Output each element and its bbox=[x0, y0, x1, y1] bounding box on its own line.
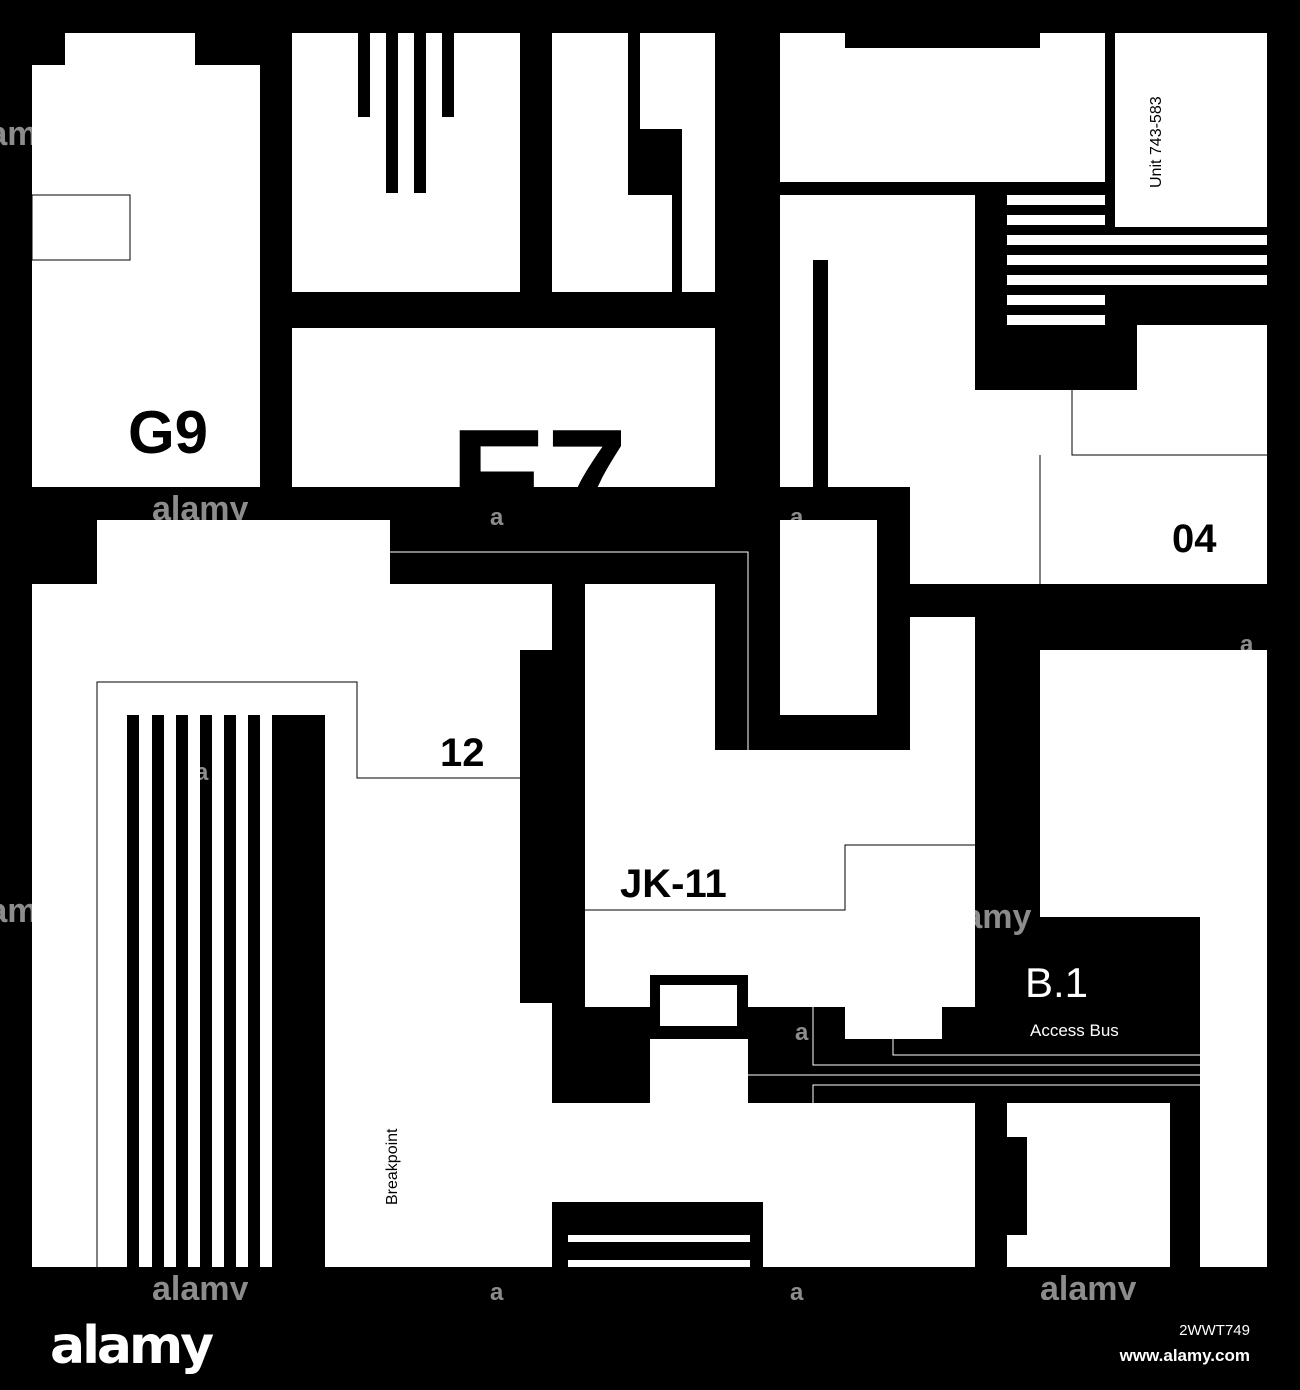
watermark-footer: alamy 2WWT749 www.alamy.com bbox=[0, 1300, 1300, 1390]
watermark-tile-a: a bbox=[490, 1279, 504, 1306]
block-unit bbox=[1115, 33, 1267, 227]
stripes-right bbox=[1007, 195, 1267, 325]
block-top-right bbox=[780, 33, 1105, 182]
watermark-tile-a: a bbox=[1240, 631, 1254, 658]
block-bottom-right bbox=[1007, 1103, 1170, 1267]
block-narrow bbox=[780, 520, 877, 715]
block-g9 bbox=[31, 33, 260, 487]
label-jk11: JK-11 bbox=[620, 862, 727, 906]
label-04: 04 bbox=[1172, 517, 1217, 561]
label-breakpoint: Breakpoint bbox=[384, 1128, 401, 1205]
block-jk11 bbox=[585, 584, 975, 1039]
connector-line bbox=[390, 551, 749, 750]
block-top-notch bbox=[552, 33, 715, 292]
block-vertical-bar bbox=[780, 195, 975, 487]
watermark-tile-a: a bbox=[790, 1279, 804, 1306]
alamy-logo: alamy bbox=[50, 1316, 214, 1376]
access-bus-lines bbox=[748, 1007, 1200, 1103]
label-b1: B.1 bbox=[1025, 959, 1088, 1006]
block-bottom-middle bbox=[520, 1039, 975, 1267]
image-id: 2WWT749 bbox=[1179, 1322, 1250, 1339]
label-access-bus: Access Bus bbox=[1030, 1021, 1119, 1040]
label-unit: Unit 743-583 bbox=[1148, 96, 1165, 188]
label-e7: E7 bbox=[450, 399, 627, 561]
watermark-tile-a: a bbox=[195, 759, 209, 786]
watermark-tile-a: a bbox=[790, 504, 804, 531]
block-e7 bbox=[292, 328, 715, 487]
watermark-tile: alamy bbox=[0, 115, 56, 153]
block-04 bbox=[910, 325, 1267, 584]
block-12 bbox=[32, 520, 552, 1267]
watermark-tile: alamy bbox=[0, 892, 56, 930]
block-top-bars bbox=[292, 33, 520, 292]
block-small-square bbox=[660, 985, 737, 1026]
block-tall-right bbox=[1040, 650, 1267, 1267]
site-url: www.alamy.com bbox=[1119, 1346, 1250, 1365]
label-12: 12 bbox=[440, 731, 485, 775]
watermark-tile-a: a bbox=[795, 1019, 809, 1046]
watermark-tile-a: a bbox=[490, 504, 504, 531]
watermark-tile: alamy bbox=[152, 490, 248, 528]
watermark-tile: alamy bbox=[935, 898, 1031, 936]
label-g9: G9 bbox=[128, 399, 208, 466]
